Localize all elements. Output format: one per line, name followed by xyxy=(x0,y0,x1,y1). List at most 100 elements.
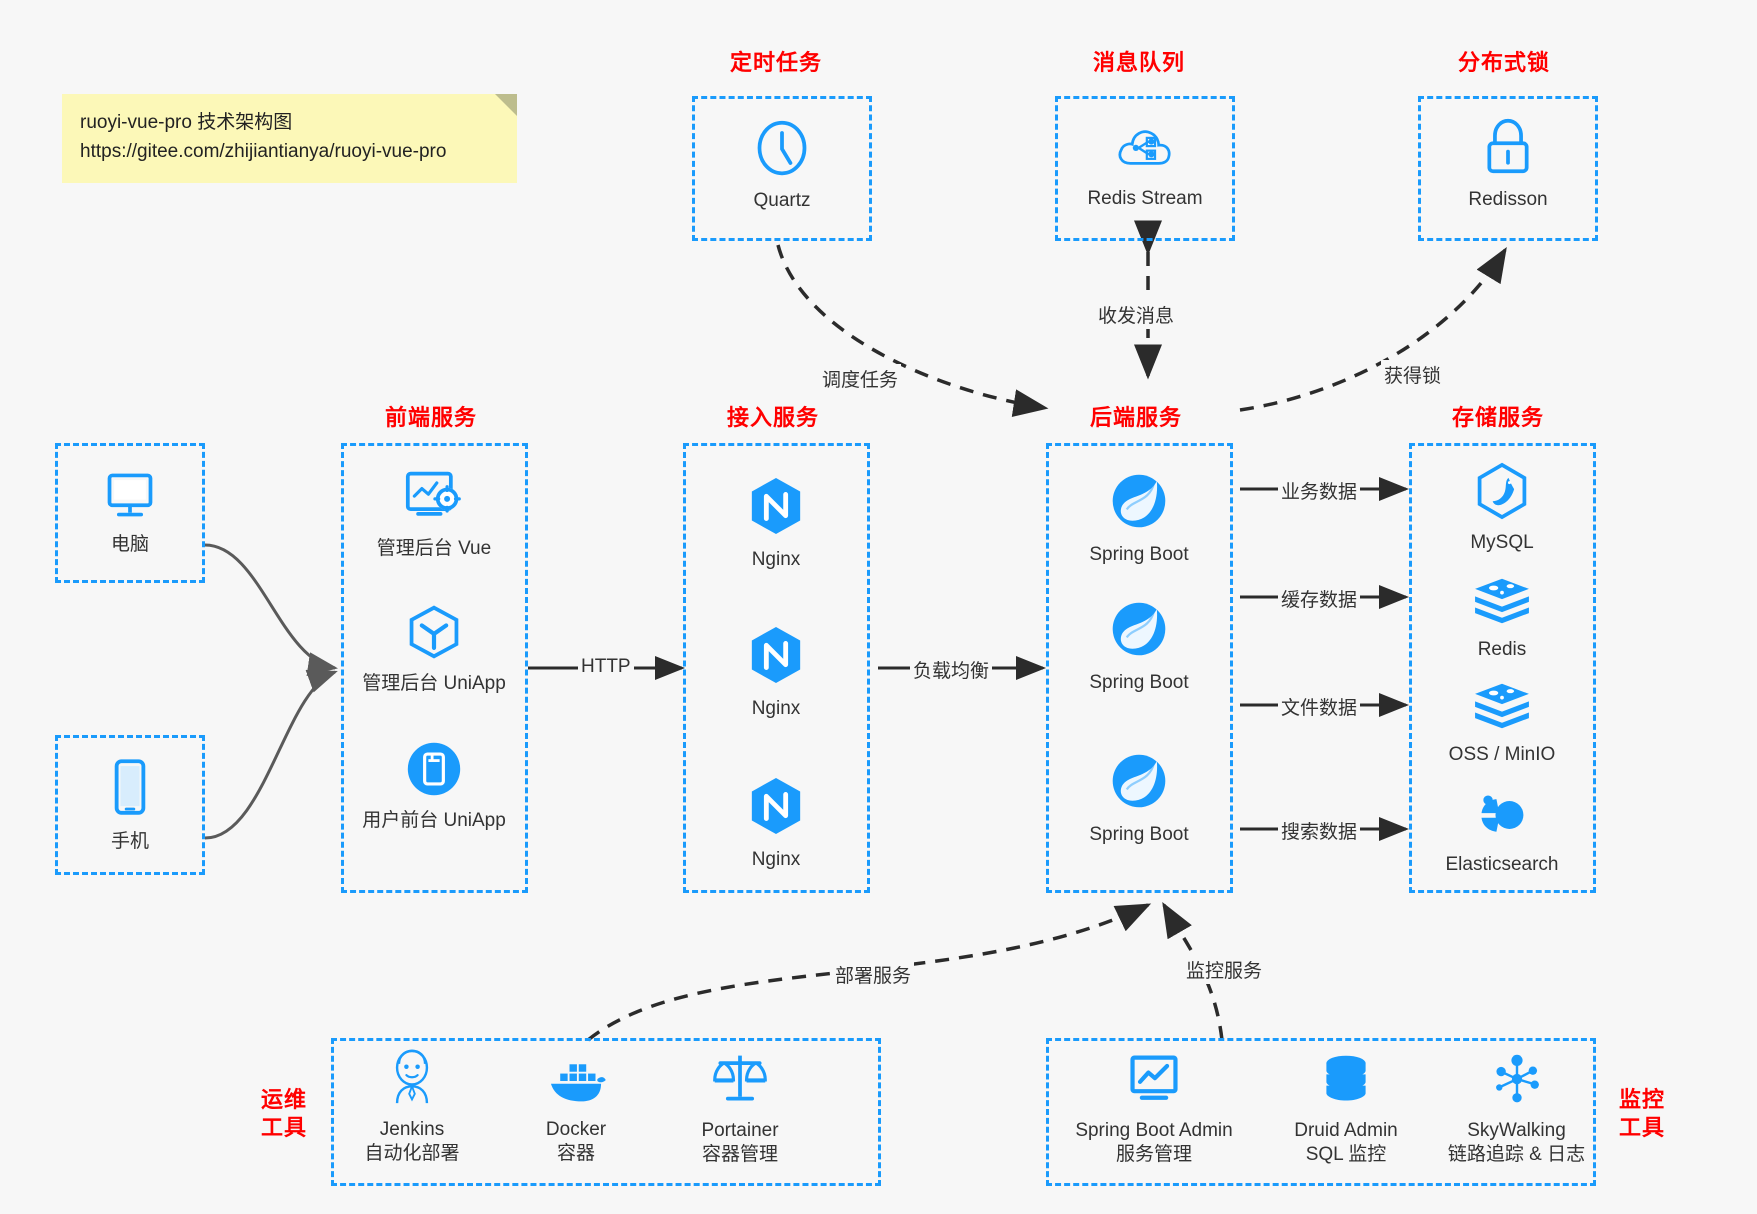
note-line-title: ruoyi-vue-pro 技术架构图 xyxy=(80,112,293,133)
box-storage-service xyxy=(1409,443,1596,893)
box-computer xyxy=(55,443,205,583)
node-jenkins[interactable]: Jenkins 自动化部署 xyxy=(327,1047,497,1167)
node-nginx-1[interactable]: Nginx xyxy=(691,475,861,572)
node-user-uniapp[interactable]: 用户前台 UniApp xyxy=(349,740,519,833)
group-label-message-queue: 消息队列 xyxy=(1093,50,1186,75)
docker-whale-icon xyxy=(543,1055,609,1107)
edge-label-acquire-lock: 获得锁 xyxy=(1381,360,1445,389)
node-label: Nginx xyxy=(751,698,801,719)
box-distributed-lock xyxy=(1418,96,1598,241)
mysql-dolphin-icon xyxy=(1474,462,1530,520)
group-label-backend-service: 后端服务 xyxy=(1090,405,1183,430)
clock-icon xyxy=(752,118,812,178)
spring-leaf-icon xyxy=(1108,598,1170,660)
scales-icon xyxy=(711,1050,769,1108)
group-label-scheduled-task: 定时任务 xyxy=(730,50,823,75)
node-label: Spring Boot xyxy=(1089,672,1189,693)
group-label-gateway-service: 接入服务 xyxy=(727,405,820,430)
node-nginx-2[interactable]: Nginx xyxy=(691,624,861,721)
database-icon xyxy=(1317,1052,1375,1108)
node-label: Spring Boot xyxy=(1089,544,1189,565)
node-label: Jenkins xyxy=(379,1119,445,1140)
box-monitor-tools xyxy=(1046,1038,1596,1186)
node-label: Redis Stream xyxy=(1087,188,1203,209)
node-label: Nginx xyxy=(751,849,801,870)
node-sublabel: SQL 监控 xyxy=(1305,1144,1387,1166)
node-label: 电脑 xyxy=(110,534,149,555)
edge-label-send-receive-message: 收发消息 xyxy=(1095,300,1178,329)
edge-label-schedule-task: 调度任务 xyxy=(819,364,902,393)
node-mysql[interactable]: MySQL xyxy=(1417,462,1587,555)
node-sublabel: 服务管理 xyxy=(1115,1144,1192,1166)
node-redis[interactable]: Redis xyxy=(1417,575,1587,662)
node-sublabel: 容器管理 xyxy=(701,1144,778,1166)
node-sublabel: 容器 xyxy=(556,1143,595,1165)
devops-label-line2: 工具 xyxy=(260,1114,307,1140)
monitor-label-line1: 监控 xyxy=(1618,1087,1665,1112)
nginx-icon xyxy=(747,475,805,537)
node-quartz[interactable]: Quartz xyxy=(697,118,867,213)
node-label: Quartz xyxy=(753,190,811,211)
node-spring-boot-admin[interactable]: Spring Boot Admin 服务管理 xyxy=(1064,1052,1244,1168)
app-card-icon xyxy=(405,740,463,798)
node-label: Portainer xyxy=(701,1120,779,1141)
node-label: SkyWalking xyxy=(1467,1120,1566,1141)
node-druid-admin[interactable]: Druid Admin SQL 监控 xyxy=(1261,1052,1431,1168)
edge-label-http: HTTP xyxy=(578,655,634,679)
devops-label-line1: 运维 xyxy=(260,1087,307,1112)
node-label: Spring Boot xyxy=(1089,824,1189,845)
node-redisson[interactable]: Redisson xyxy=(1423,115,1593,212)
node-phone[interactable]: 手机 xyxy=(45,757,215,854)
monitor-chart-icon xyxy=(1125,1052,1183,1108)
note-line-url: https://gitee.com/zhijiantianya/ruoyi-vu… xyxy=(80,141,447,163)
node-skywalking[interactable]: SkyWalking 链路追踪 & 日志 xyxy=(1424,1052,1609,1168)
node-label: 管理后台 UniApp xyxy=(362,673,506,694)
node-label: 手机 xyxy=(110,831,149,852)
dashboard-gear-icon xyxy=(403,468,465,526)
edge-label-load-balance: 负载均衡 xyxy=(910,655,993,684)
node-computer[interactable]: 电脑 xyxy=(45,468,215,557)
edge-label-search-data: 搜索数据 xyxy=(1278,816,1361,845)
group-label-monitor-tools: 监控 工具 xyxy=(1612,1086,1672,1141)
node-oss-minio[interactable]: OSS / MinIO xyxy=(1417,680,1587,767)
node-portainer[interactable]: Portainer 容器管理 xyxy=(655,1050,825,1168)
node-admin-vue[interactable]: 管理后台 Vue xyxy=(349,468,519,561)
node-redis-stream[interactable]: Redis Stream xyxy=(1060,118,1230,211)
node-label: 用户前台 UniApp xyxy=(362,810,506,831)
node-label: OSS / MinIO xyxy=(1448,744,1556,765)
group-label-frontend-service: 前端服务 xyxy=(385,405,478,430)
box-scheduled-task xyxy=(692,96,872,241)
box-phone xyxy=(55,735,205,875)
node-admin-uniapp[interactable]: 管理后台 UniApp xyxy=(349,603,519,696)
group-label-devops-tools: 运维 工具 xyxy=(254,1086,314,1141)
node-label: Redis xyxy=(1477,639,1527,660)
spring-leaf-icon xyxy=(1108,750,1170,812)
node-spring-boot-1[interactable]: Spring Boot xyxy=(1054,470,1224,567)
cube-icon xyxy=(405,603,463,661)
group-label-storage-service: 存储服务 xyxy=(1452,405,1545,430)
node-label: MySQL xyxy=(1470,532,1534,553)
edge-label-business-data: 业务数据 xyxy=(1278,476,1361,505)
cloud-stream-icon xyxy=(1114,118,1176,176)
node-docker[interactable]: Docker 容器 xyxy=(491,1055,661,1167)
nginx-icon xyxy=(747,624,805,686)
monitor-label-line2: 工具 xyxy=(1618,1114,1665,1140)
node-label: Druid Admin xyxy=(1294,1120,1398,1141)
node-label: Docker xyxy=(545,1119,607,1140)
box-backend-service xyxy=(1046,443,1233,893)
node-sublabel: 自动化部署 xyxy=(364,1143,460,1165)
note-fold-icon xyxy=(495,94,517,116)
lock-icon xyxy=(1480,115,1536,177)
node-elasticsearch[interactable]: Elasticsearch xyxy=(1417,788,1587,877)
node-label: Spring Boot Admin xyxy=(1075,1120,1233,1141)
spring-leaf-icon xyxy=(1108,470,1170,532)
edge-label-file-data: 文件数据 xyxy=(1278,692,1361,721)
node-nginx-3[interactable]: Nginx xyxy=(691,775,861,872)
box-frontend-service xyxy=(341,443,528,893)
node-spring-boot-2[interactable]: Spring Boot xyxy=(1054,598,1224,695)
group-label-distributed-lock: 分布式锁 xyxy=(1458,50,1551,75)
skywalking-node-icon xyxy=(1488,1052,1546,1108)
edge-label-monitor-service: 监控服务 xyxy=(1183,955,1266,984)
node-spring-boot-3[interactable]: Spring Boot xyxy=(1054,750,1224,847)
